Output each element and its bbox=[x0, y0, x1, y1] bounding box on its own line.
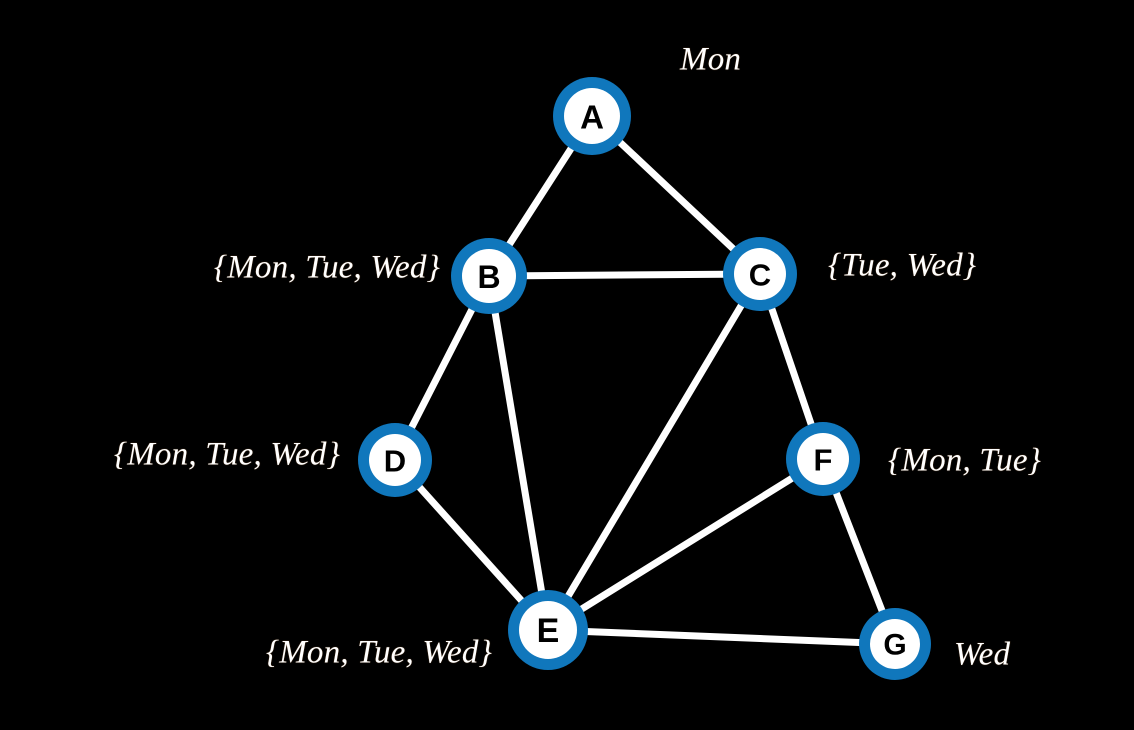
domain-label-g: Wed bbox=[954, 636, 1011, 673]
node-letter-g: G bbox=[883, 629, 906, 662]
graph-node-f[interactable]: F bbox=[786, 422, 860, 496]
graph-node-c[interactable]: C bbox=[723, 237, 797, 311]
node-letter-e: E bbox=[537, 612, 560, 650]
graph-edge-e-g bbox=[544, 626, 899, 648]
graph-edge-b-e bbox=[485, 272, 552, 634]
nodes-layer: A B C D E F G bbox=[358, 77, 931, 680]
node-disc-c bbox=[734, 248, 786, 300]
node-letter-c: C bbox=[749, 258, 771, 293]
graph-edge-c-e bbox=[544, 270, 764, 634]
domain-label-b: {Mon, Tue, Wed} bbox=[213, 249, 440, 286]
node-letter-a: A bbox=[580, 99, 604, 136]
node-disc-b bbox=[462, 249, 516, 303]
node-disc-d bbox=[369, 434, 421, 486]
domain-label-d: {Mon, Tue, Wed} bbox=[113, 436, 340, 473]
graph-node-b[interactable]: B bbox=[451, 238, 527, 314]
domain-label-e: {Mon, Tue, Wed} bbox=[265, 634, 492, 671]
node-disc-e bbox=[519, 601, 577, 659]
node-disc-f bbox=[797, 433, 849, 485]
node-disc-a bbox=[564, 88, 620, 144]
node-letter-f: F bbox=[814, 443, 833, 478]
domain-label-c: {Tue, Wed} bbox=[828, 247, 977, 284]
graph-edge-b-c bbox=[485, 270, 764, 280]
domain-label-f: {Mon, Tue} bbox=[888, 442, 1042, 479]
graph-node-g[interactable]: G bbox=[859, 608, 931, 680]
graph-node-e[interactable]: E bbox=[508, 590, 588, 670]
node-letter-d: D bbox=[384, 444, 406, 479]
edges-layer bbox=[391, 112, 899, 648]
graph-edge-e-f bbox=[544, 455, 827, 634]
graph-node-a[interactable]: A bbox=[553, 77, 631, 155]
graph-node-d[interactable]: D bbox=[358, 423, 432, 497]
node-letter-b: B bbox=[477, 259, 500, 295]
domain-label-a: Mon bbox=[680, 41, 742, 78]
node-disc-g bbox=[870, 619, 920, 669]
